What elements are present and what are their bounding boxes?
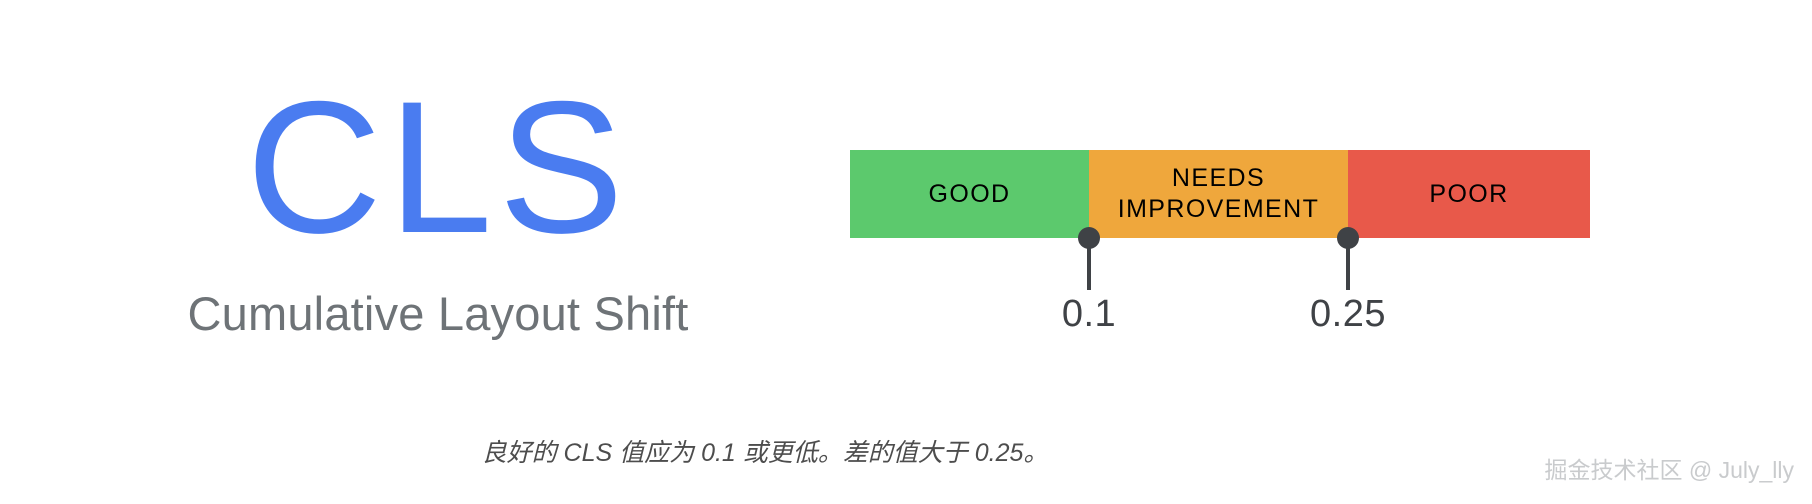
caption-text: 良好的 CLS 值应为 0.1 或更低。差的值大于 0.25。 bbox=[481, 439, 1049, 467]
watermark: 掘金技术社区 @ July_lly bbox=[1544, 457, 1794, 483]
threshold-scale: GOOD NEEDS IMPROVEMENT POOR 0.1 0.25 bbox=[850, 150, 1590, 335]
scale-segment-poor-label: POOR bbox=[1429, 179, 1509, 208]
threshold-stem-icon bbox=[1087, 238, 1091, 290]
scale-segment-needs-improvement: NEEDS IMPROVEMENT bbox=[1089, 150, 1348, 238]
scale-segment-good: GOOD bbox=[850, 150, 1089, 238]
threshold-stem-icon bbox=[1346, 238, 1350, 290]
scale-bar: GOOD NEEDS IMPROVEMENT POOR bbox=[850, 150, 1590, 238]
threshold-dot-icon bbox=[1337, 227, 1359, 249]
scale-segment-needs-improvement-label: NEEDS IMPROVEMENT bbox=[1117, 164, 1320, 223]
scale-segment-good-label: GOOD bbox=[928, 179, 1011, 208]
scale-segment-poor: POOR bbox=[1348, 150, 1590, 238]
metric-full-name: Cumulative Layout Shift bbox=[187, 287, 689, 340]
metric-identity: CLS Cumulative Layout Shift bbox=[118, 72, 758, 342]
metric-acronym: CLS bbox=[246, 62, 630, 272]
threshold-label-0-25: 0.25 bbox=[1310, 293, 1386, 335]
threshold-dot-icon bbox=[1078, 227, 1100, 249]
threshold-label-0-1: 0.1 bbox=[1061, 293, 1117, 335]
